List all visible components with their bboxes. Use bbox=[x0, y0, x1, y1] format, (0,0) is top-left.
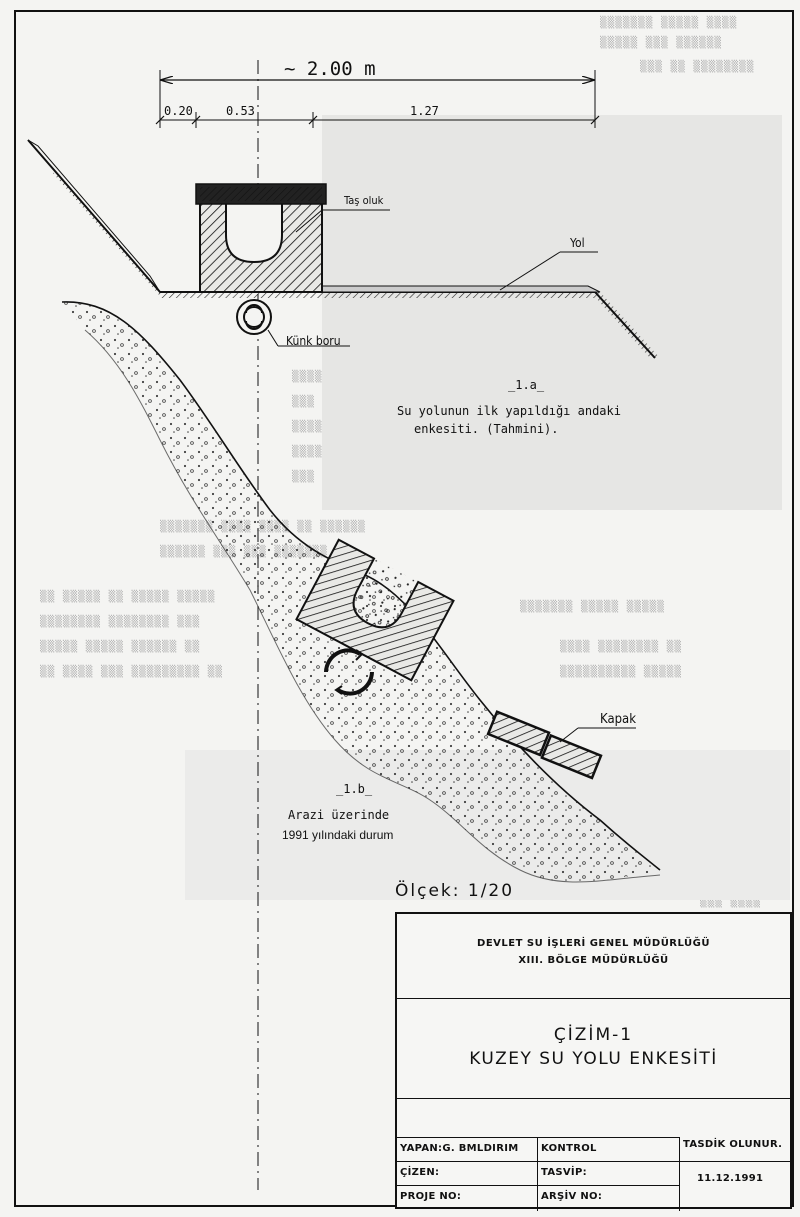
drawn-by-field: YAPAN:G. BMLDIRIM bbox=[400, 1143, 519, 1154]
scan-shade bbox=[322, 115, 782, 510]
control-field: KONTROL bbox=[541, 1143, 597, 1154]
dimension-lines bbox=[155, 70, 600, 128]
displaced-stone-channel bbox=[295, 538, 455, 682]
endorse-field: TASVİP: bbox=[541, 1167, 587, 1178]
clay-pipe-icon bbox=[236, 299, 272, 335]
dimension-0-20: 0.20 bbox=[164, 104, 193, 118]
regional-directorate: XIII. BÖLGE MÜDÜRLÜĞÜ bbox=[518, 955, 669, 966]
section-1a bbox=[27, 139, 660, 359]
cover-slab bbox=[486, 710, 551, 757]
scale-label: Ölçek: 1/20 bbox=[395, 881, 515, 901]
cover-label: Kapak bbox=[600, 712, 636, 727]
dimension-0-53: 0.53 bbox=[226, 104, 255, 118]
total-width-dimension: ~ 2.00 m bbox=[284, 58, 376, 80]
approval-date: 11.12.1991 bbox=[697, 1173, 764, 1184]
caption-1a-line2: enkesiti. (Tahmini). bbox=[414, 422, 559, 436]
caption-1a-id: _1.a_ bbox=[508, 378, 545, 392]
organization-name: DEVLET SU İŞLERİ GENEL MÜDÜRLÜĞÜ bbox=[477, 938, 710, 949]
clay-pipe-label: Künk boru bbox=[286, 334, 341, 348]
archive-number-field: ARŞİV NO: bbox=[541, 1191, 603, 1202]
dimension-1-27: 1.27 bbox=[410, 104, 439, 118]
displaced-pipe-icon bbox=[324, 648, 362, 673]
caption-1a-line1: Su yolunun ilk yapıldığı andaki bbox=[397, 404, 621, 418]
approval-field: TASDİK OLUNUR. bbox=[683, 1139, 783, 1150]
organization-block: DEVLET SU İŞLERİ GENEL MÜDÜRLÜĞÜ XIII. B… bbox=[397, 914, 790, 999]
signature-grid: YAPAN:G. BMLDIRIM KONTROL TASDİK OLUNUR.… bbox=[397, 1099, 790, 1211]
caption-1b-id: _1.b_ bbox=[336, 782, 373, 796]
title-block: DEVLET SU İŞLERİ GENEL MÜDÜRLÜĞÜ XIII. B… bbox=[395, 912, 792, 1211]
project-number-field: PROJE NO: bbox=[400, 1191, 462, 1202]
drawing-title: KUZEY SU YOLU ENKESİTİ bbox=[469, 1049, 718, 1069]
section-1b bbox=[61, 301, 661, 883]
drafter-field: ÇİZEN: bbox=[400, 1167, 440, 1178]
stone-channel-label: Taş oluk bbox=[344, 194, 384, 207]
drawing-title-block: ÇİZİM-1 KUZEY SU YOLU ENKESİTİ bbox=[397, 999, 790, 1099]
drawing-number: ÇİZİM-1 bbox=[553, 1025, 634, 1045]
caption-1b-line1: Arazi üzerinde bbox=[288, 808, 390, 822]
road-label: Yol bbox=[570, 236, 585, 250]
cover-slab bbox=[540, 733, 603, 780]
caption-1b-line2: 1991 yılındaki durum bbox=[282, 828, 394, 842]
